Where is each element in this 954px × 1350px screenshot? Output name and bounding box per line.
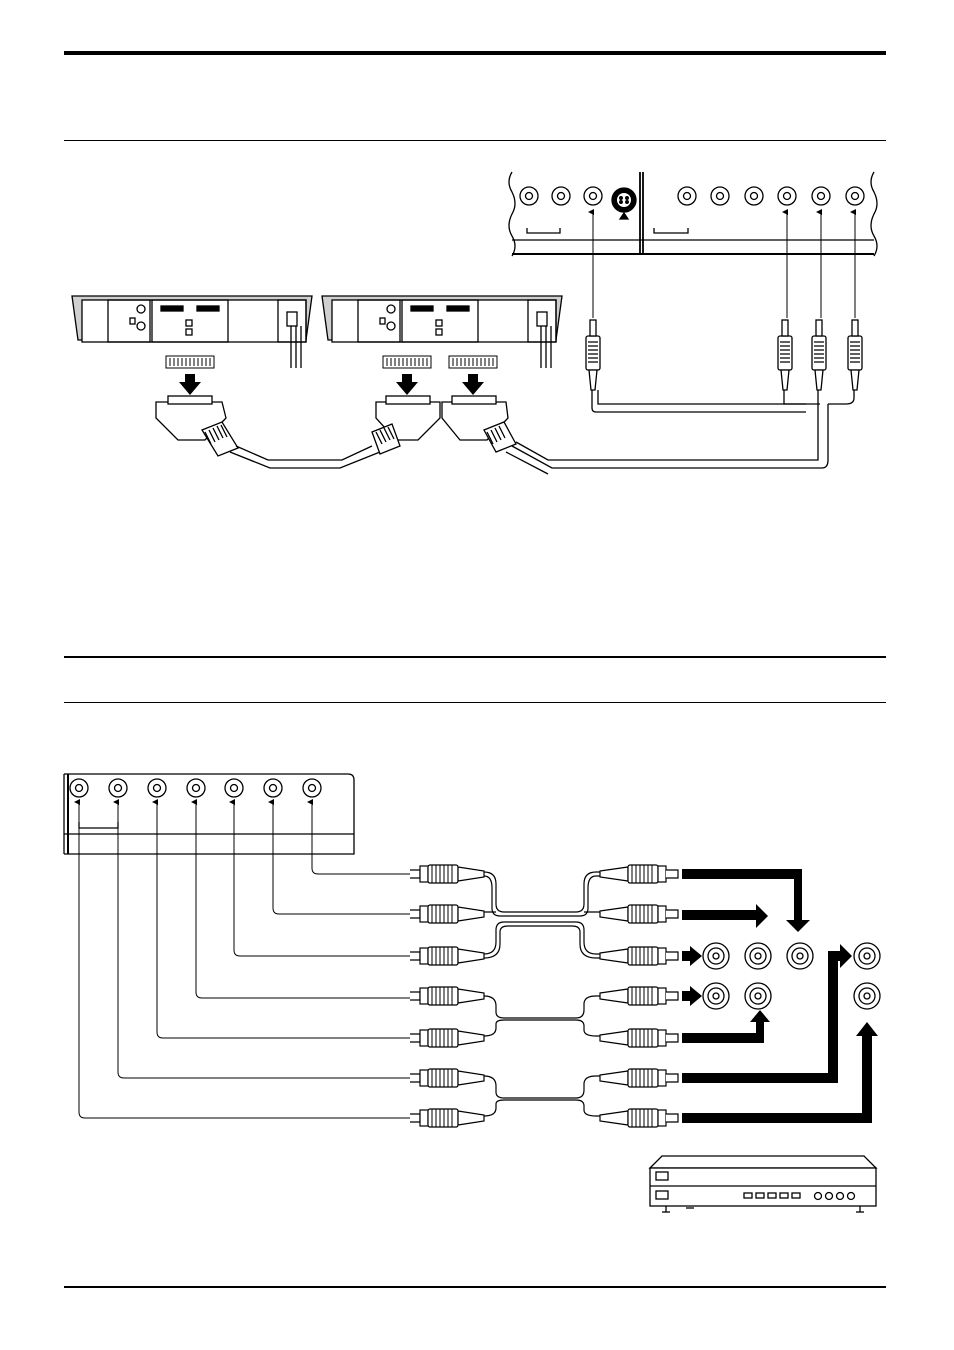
component-audio-diagram (0, 0, 954, 1300)
rca-plug-icon (410, 865, 484, 1127)
leader-lines (79, 802, 410, 1118)
terminal-board-left (64, 774, 354, 854)
rca-cable-bundle (484, 872, 600, 1116)
rca-plug-icon-right (600, 865, 678, 1127)
output-jacks (703, 943, 880, 1009)
audio-amplifier (650, 1156, 876, 1212)
